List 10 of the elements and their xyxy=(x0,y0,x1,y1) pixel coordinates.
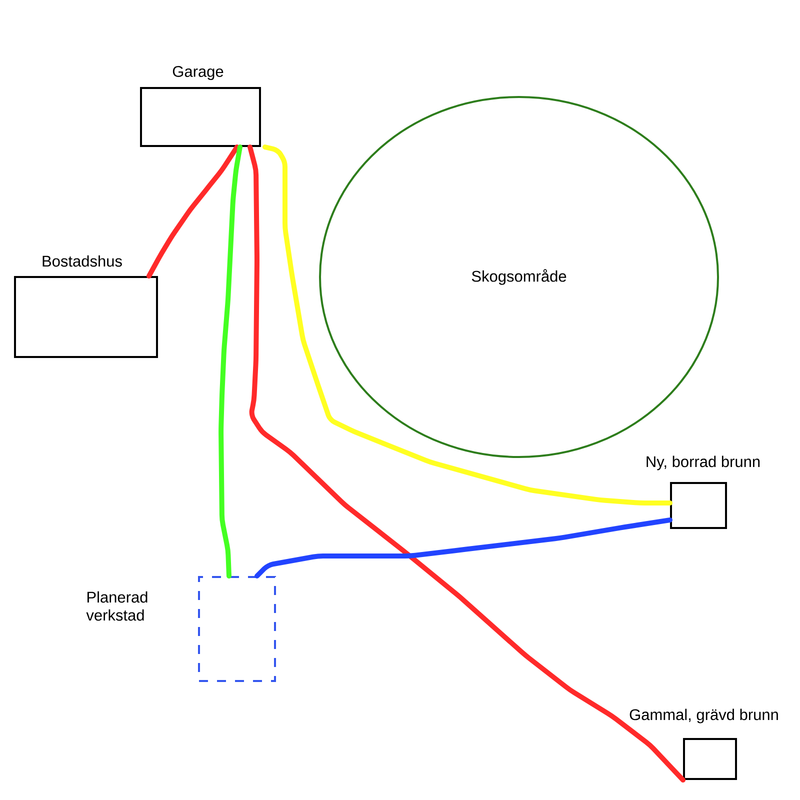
box-label: Planerad verkstad xyxy=(86,591,148,621)
box-label: Ny, borrad brunn xyxy=(646,456,760,470)
box-label: Bostadshus xyxy=(42,255,122,267)
connector-line xyxy=(262,144,672,506)
connector-line xyxy=(146,144,240,278)
connector-line xyxy=(218,144,242,578)
box-label: Gammal, grävd brunn xyxy=(630,708,778,724)
connector-line xyxy=(254,518,672,578)
connector-line xyxy=(248,144,686,782)
box-label: Garage xyxy=(172,66,224,80)
